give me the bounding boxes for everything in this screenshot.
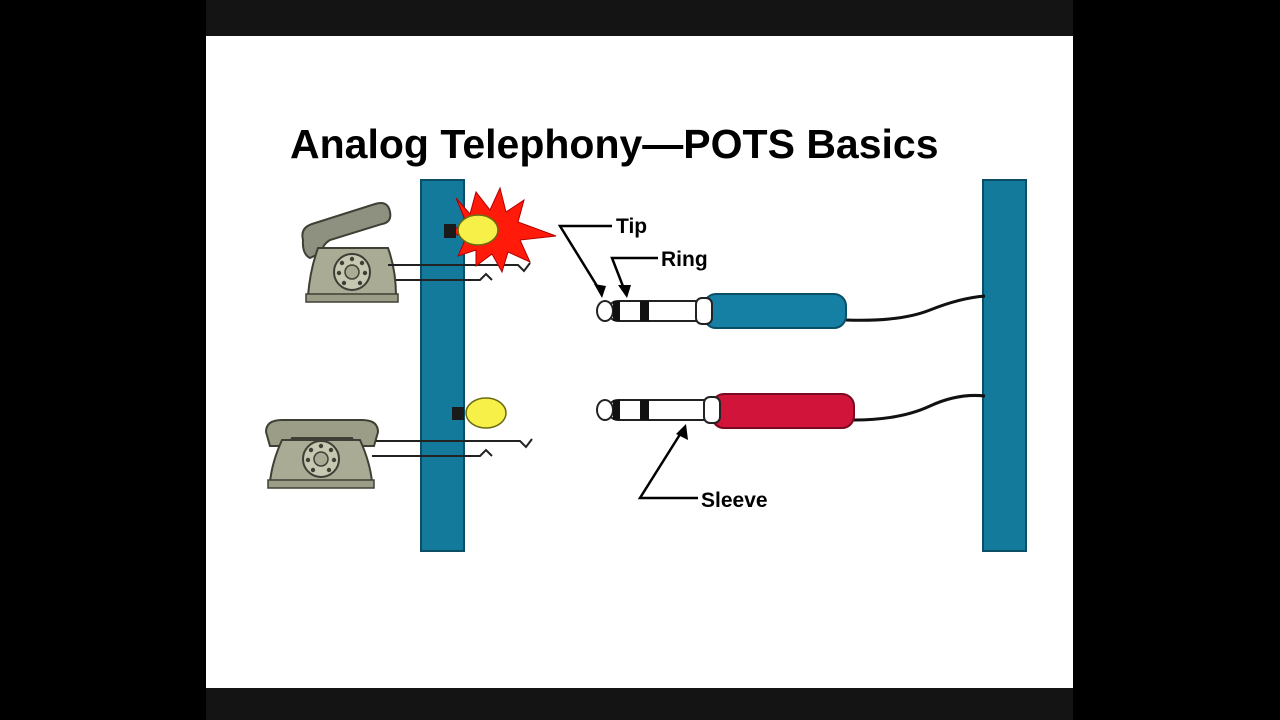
lamp-unlit-icon [452,397,507,429]
upper-line-wires [388,262,531,281]
tip-label: Tip [616,215,647,238]
letterbox-top [206,0,1073,36]
sleeve-callout: Sleeve [637,424,768,512]
ring-label: Ring [661,248,708,271]
letterbox-bottom [206,688,1073,720]
phone-plug-icon [596,293,986,329]
tip-callout: Tip [557,215,647,298]
lamp-lit-icon [444,186,557,274]
slide-title: Analog Telephony—POTS Basics [290,121,939,167]
switchboard-panel-left [420,179,465,552]
switchboard-panel-right [982,179,1027,552]
sleeve-label: Sleeve [701,489,768,512]
phone-plug-icon [596,393,986,429]
telephone-onhook-icon [264,419,380,489]
lower-line-wires [372,438,533,457]
telephone-offhook-icon [301,202,399,303]
ring-callout: Ring [610,248,708,298]
slide [206,36,1073,688]
